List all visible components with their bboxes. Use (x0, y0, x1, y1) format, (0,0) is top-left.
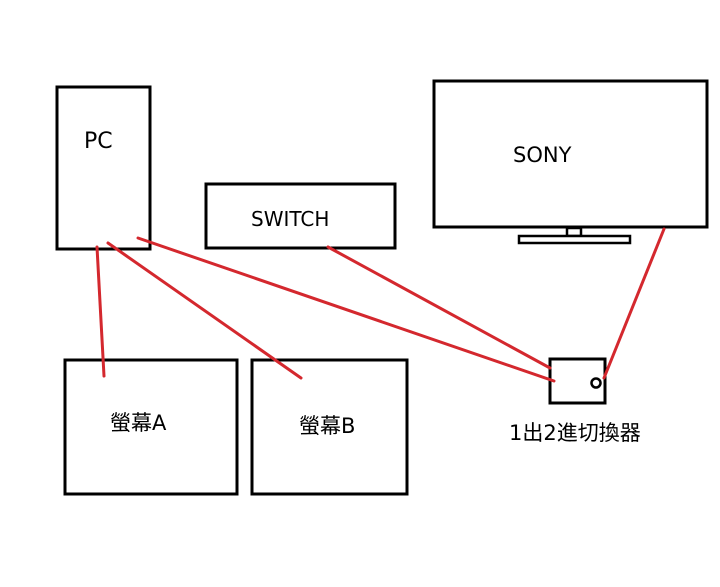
splitter-label: 1出2進切換器 (509, 421, 641, 445)
wire-pc-monitor-b (106, 241, 303, 380)
monitor-b-label: 螢幕B (299, 414, 355, 438)
wire-switch-splitter (326, 245, 552, 370)
monitor-a-label: 螢幕A (110, 411, 167, 435)
tv-stand-icon (517, 226, 632, 245)
wire-pc-splitter (136, 236, 556, 383)
sony-label: SONY (513, 143, 572, 167)
pc-label: PC (84, 129, 113, 154)
wire-pc-monitor-a (95, 245, 106, 378)
splitter-port-icon (590, 377, 602, 389)
pc-node (55, 85, 152, 251)
switch-label: SWITCH (251, 207, 329, 231)
sony-tv-node (432, 79, 709, 229)
switch-node (204, 182, 397, 250)
wire-sony-splitter (602, 227, 666, 380)
monitor-a-node (63, 358, 239, 496)
monitor-b-node (250, 358, 409, 496)
